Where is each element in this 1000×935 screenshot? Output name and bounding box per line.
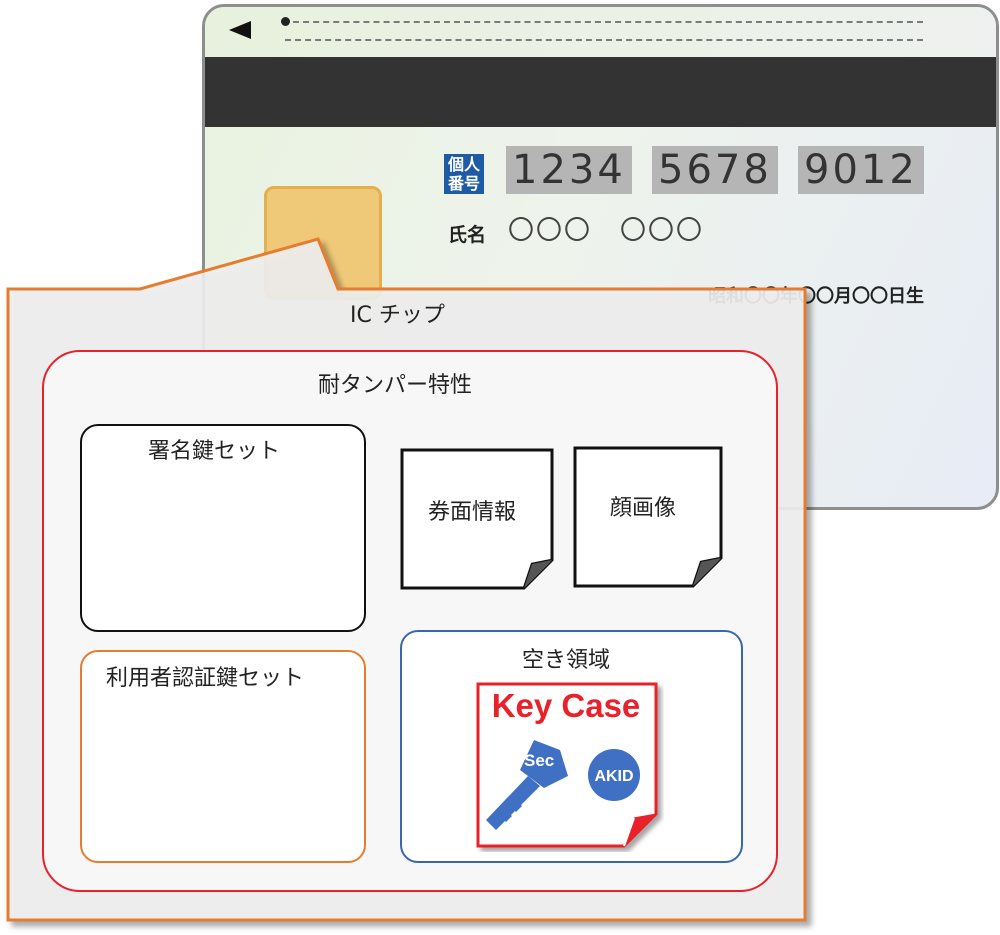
akid-badge-icon: AKID [588,749,640,801]
card-number-group-2: 5678 [652,146,778,194]
user-auth-key-set-label: 利用者認証鍵セット [106,666,305,691]
card-top-band [205,7,996,57]
key-label: Sec [524,751,554,770]
key-case-title: Key Case [491,687,641,724]
key-case-document [476,682,658,848]
face-image-document-icon [573,446,723,588]
card-number-group-3: 9012 [798,146,924,194]
akid-label: AKID [594,768,633,785]
arrow-left-icon [229,21,251,39]
dashed-line [293,21,923,23]
magnetic-stripe [205,57,996,127]
ic-chip-title: IC チップ [350,303,445,328]
name-label: 氏名 [448,224,487,246]
signing-key-set-label: 署名鍵セット [148,439,281,464]
free-area-label: 空き領域 [522,648,611,673]
face-info-document-icon [400,448,554,590]
face-image-label: 顔画像 [610,496,677,521]
name-value: 〇〇〇 〇〇〇 [508,216,705,246]
kojin-badge-line2: 番号 [447,174,480,193]
kojin-bango-badge: 個人 番号 [444,154,484,194]
tamper-resistance-label: 耐タンパー特性 [318,373,473,398]
signing-key-set-box [80,424,366,632]
dashed-line [285,39,923,41]
user-auth-key-set-box [80,650,366,863]
card-number-group-1: 1234 [506,146,632,194]
face-info-label: 券面情報 [428,500,517,525]
key-icon: Sec [486,740,568,830]
card-dot [281,17,290,26]
kojin-badge-line1: 個人 [447,155,480,174]
